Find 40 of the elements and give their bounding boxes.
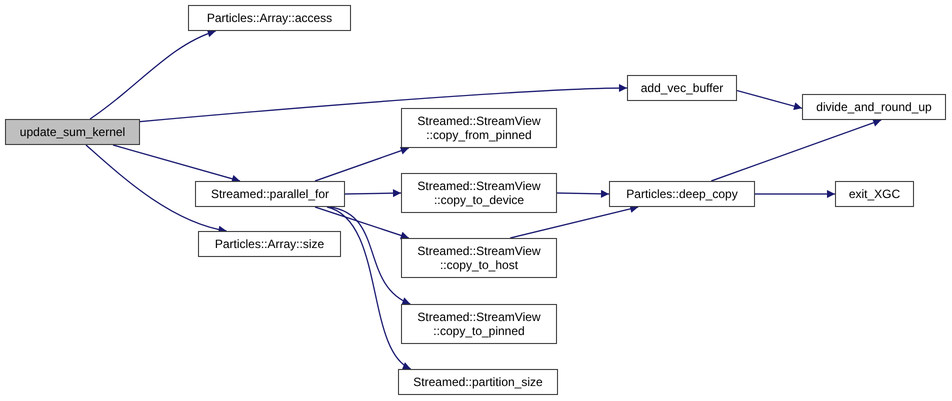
- function-box: [401, 173, 557, 213]
- call-arrow: [86, 144, 227, 234]
- function-name: Streamed::partition_size: [413, 375, 543, 389]
- function-name: Streamed::StreamView ::copy_to_pinned: [416, 310, 542, 338]
- call-arrow: [314, 146, 409, 182]
- function-name: Streamed::StreamView ::copy_to_host: [416, 244, 542, 272]
- function-box: [195, 181, 345, 207]
- function-box: [198, 231, 341, 257]
- function-name: update_sum_kernel: [20, 125, 126, 139]
- function-name: divide_and_round_up: [816, 100, 932, 114]
- function-box: [401, 238, 557, 278]
- call-arrow: [736, 90, 802, 110]
- function-box: [802, 94, 946, 120]
- call-arrow: [755, 190, 835, 198]
- call-arrow: [556, 190, 610, 198]
- call-arrow: [330, 206, 411, 305]
- function-name: Particles::deep_copy: [626, 187, 738, 201]
- function-box: [401, 304, 557, 344]
- function-box: [627, 75, 737, 101]
- call-arrow: [326, 206, 412, 370]
- function-name: add_vec_buffer: [640, 81, 724, 95]
- function-name: Streamed::StreamView ::copy_from_pinned: [416, 114, 542, 142]
- function-name: Streamed::StreamView ::copy_to_device: [416, 179, 542, 207]
- call-arrow: [314, 206, 409, 240]
- function-box: [398, 369, 558, 395]
- call-arrow: [90, 30, 216, 120]
- call-arrow: [140, 84, 627, 122]
- function-box: [188, 5, 351, 31]
- call-arrow: [112, 144, 240, 183]
- call-arrow: [344, 189, 402, 198]
- function-name: Particles::Array::size: [214, 237, 324, 251]
- function-name: Streamed::parallel_for: [210, 187, 330, 201]
- call-arrow: [711, 118, 882, 182]
- function-box: [401, 108, 557, 148]
- call-arrow: [510, 205, 638, 239]
- function-name: Particles::Array::access: [206, 11, 332, 25]
- function-box: [609, 181, 755, 207]
- function-box: [835, 181, 914, 207]
- function-name: exit_XGC: [848, 187, 900, 201]
- function-box: [5, 119, 140, 145]
